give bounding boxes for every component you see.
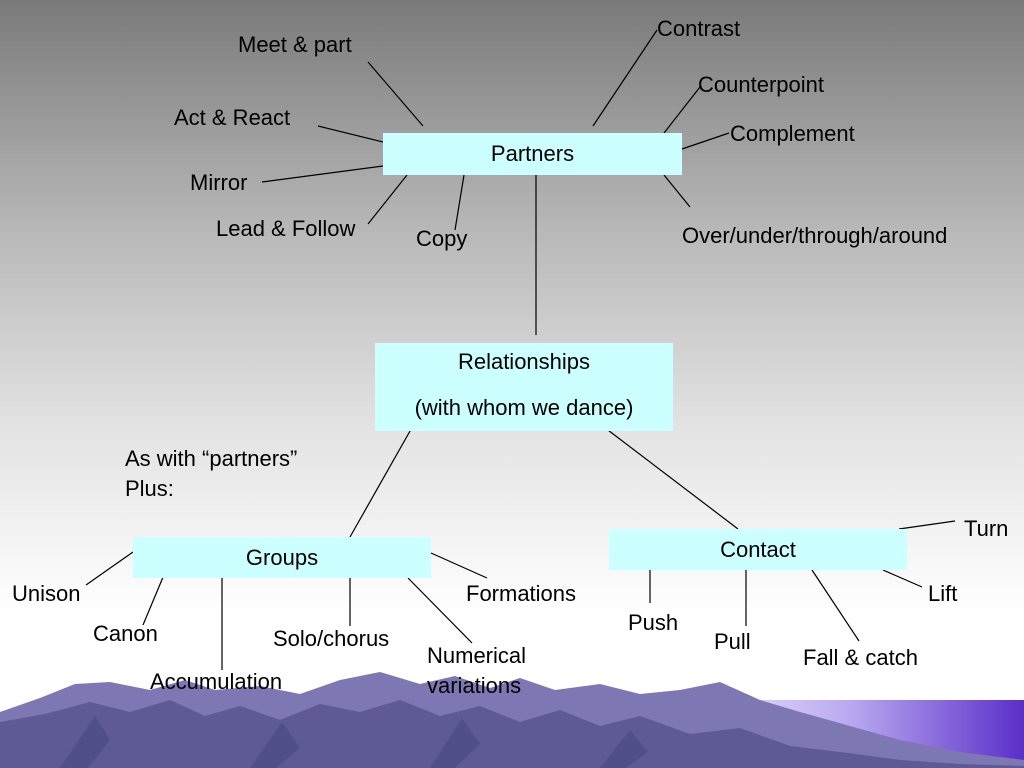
node-partners: Partners — [383, 133, 682, 175]
connector-lift — [882, 569, 923, 588]
label-fall-catch: Fall & catch — [803, 645, 918, 670]
node-relationships-title: Relationships — [457, 349, 591, 374]
connector-unison — [85, 551, 134, 586]
label-push: Push — [628, 610, 679, 635]
label-pull: Pull — [714, 629, 751, 654]
connector-fall-catch — [811, 569, 860, 642]
connector-relationships-contact — [599, 423, 739, 530]
note-line-1: As with “partners” — [125, 446, 298, 471]
mountain-range-front — [0, 700, 1024, 768]
connector-relationships-groups — [349, 423, 415, 538]
label-complement: Complement — [730, 121, 855, 146]
connector-numerical — [407, 577, 473, 644]
label-counterpoint: Counterpoint — [698, 72, 824, 97]
node-contact: Contact — [609, 529, 907, 570]
connector-canon — [142, 569, 167, 626]
label-canon: Canon — [93, 621, 158, 646]
connector-contrast — [592, 29, 658, 127]
label-mirror: Mirror — [190, 170, 248, 195]
label-over-under: Over/under/through/around — [682, 223, 948, 248]
label-meet-part: Meet & part — [238, 32, 352, 57]
connector-counterpoint — [663, 86, 701, 134]
node-relationships-subtitle: (with whom we dance) — [414, 395, 634, 420]
connector-copy — [454, 174, 465, 231]
label-formations: Formations — [466, 581, 577, 606]
label-numerical-line-1: Numerical — [427, 643, 527, 668]
connector-over-under — [663, 174, 691, 208]
label-copy: Copy — [416, 226, 468, 251]
label-numerical-variations: Numerical variations — [427, 641, 526, 701]
label-act-react: Act & React — [174, 105, 291, 130]
label-lift: Lift — [928, 581, 958, 606]
note-line-2: Plus: — [125, 476, 174, 501]
label-numerical-line-2: variations — [427, 673, 522, 698]
connector-formations — [430, 552, 488, 579]
connector-mirror — [261, 165, 384, 183]
label-accumulation: Accumulation — [150, 669, 283, 694]
connector-turn — [898, 520, 956, 530]
connector-lead-follow — [367, 174, 408, 225]
note-text: As with “partners” Plus: — [125, 444, 297, 504]
label-contrast: Contrast — [657, 16, 741, 41]
label-solo-chorus: Solo/chorus — [273, 626, 390, 651]
label-lead-follow: Lead & Follow — [216, 216, 356, 241]
node-groups: Groups — [133, 537, 431, 578]
label-turn: Turn — [964, 516, 1009, 541]
connector-meet-part — [367, 61, 424, 127]
connector-complement — [681, 132, 730, 150]
node-relationships: Relationships (with whom we dance) — [375, 343, 673, 431]
connector-act-react — [317, 125, 384, 143]
label-unison: Unison — [12, 581, 81, 606]
